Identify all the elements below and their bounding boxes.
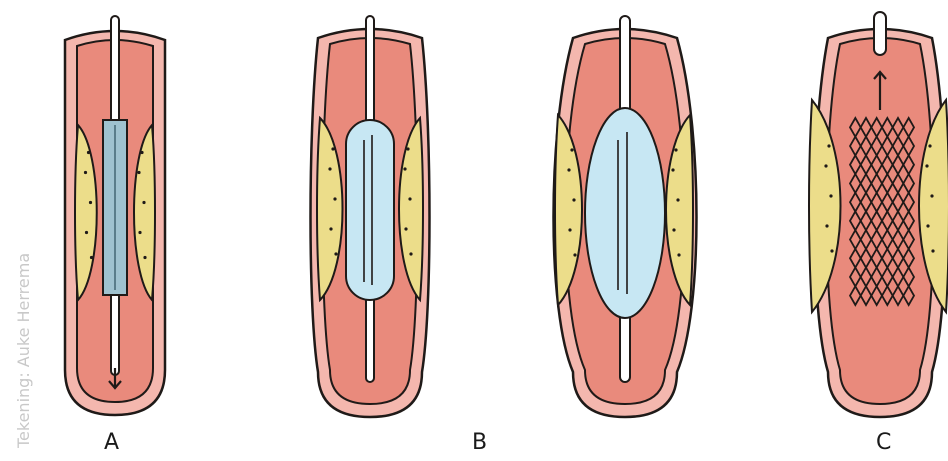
plaque-speck	[140, 151, 143, 154]
plaque-speck	[138, 231, 141, 234]
panel-label-c: C	[876, 430, 891, 455]
plaque-speck	[572, 198, 575, 201]
plaque-speck	[827, 144, 830, 147]
panel-label-a: A	[104, 430, 119, 455]
plaque-speck	[137, 171, 140, 174]
plaque-speck	[573, 253, 576, 256]
plaque-speck	[676, 198, 679, 201]
plaque-speck	[931, 249, 934, 252]
illustration-credit: Tekening: Auke Herrema	[14, 253, 33, 448]
plaque-speck	[829, 194, 832, 197]
plaque-speck	[333, 197, 336, 200]
panel-a	[65, 16, 165, 415]
plaque-speck	[674, 148, 677, 151]
plaque-speck	[825, 224, 828, 227]
plaque-speck	[331, 147, 334, 150]
panel-b2	[554, 16, 697, 417]
plaque-speck	[89, 201, 92, 204]
plaque-speck	[142, 201, 145, 204]
plaque-speck	[928, 144, 931, 147]
plaque-speck	[329, 227, 332, 230]
plaque-speck	[143, 256, 146, 259]
plaque-speck	[85, 231, 88, 234]
plaque-speck	[406, 147, 409, 150]
panel-c	[809, 12, 948, 417]
inflated-balloon	[585, 108, 665, 318]
plaque-speck	[403, 167, 406, 170]
plaque-speck	[824, 164, 827, 167]
plaque-speck	[84, 171, 87, 174]
plaque-speck	[328, 167, 331, 170]
plaque-speck	[334, 252, 337, 255]
panel-b1	[311, 16, 430, 417]
plaque-speck	[570, 148, 573, 151]
plaque-speck	[404, 227, 407, 230]
plaque-speck	[925, 164, 928, 167]
panel-label-b: B	[472, 430, 487, 455]
plaque-speck	[408, 197, 411, 200]
plaque-speck	[930, 194, 933, 197]
plaque-speck	[671, 168, 674, 171]
plaque-speck	[568, 228, 571, 231]
plaque-speck	[830, 249, 833, 252]
plaque-speck	[87, 151, 90, 154]
plaque-speck	[926, 224, 929, 227]
catheter-wire	[874, 12, 886, 55]
plaque-speck	[677, 253, 680, 256]
plaque-speck	[90, 256, 93, 259]
inflating-balloon	[346, 120, 394, 300]
plaque-speck	[567, 168, 570, 171]
plaque-speck	[672, 228, 675, 231]
plaque-speck	[409, 252, 412, 255]
